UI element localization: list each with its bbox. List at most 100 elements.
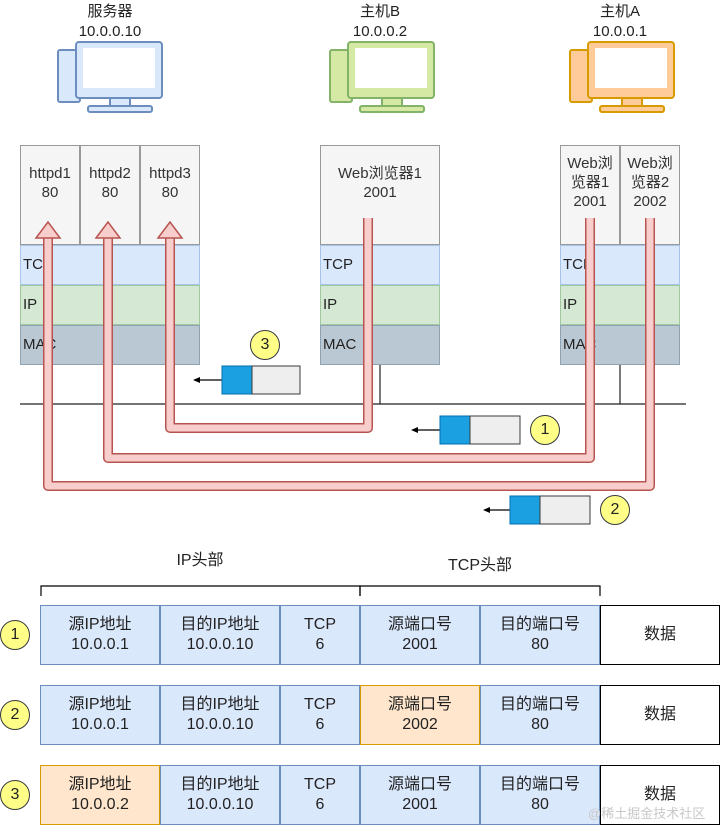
field-value: 80	[531, 716, 549, 733]
field-label: 源端口号	[387, 616, 452, 633]
field-value: 10.0.0.10	[186, 636, 254, 653]
field-value: 10.0.0.10	[186, 716, 254, 733]
server-ip: 10.0.0.10	[78, 23, 142, 40]
app-port: 2001	[573, 193, 607, 210]
hostB-ip: 10.0.0.2	[352, 23, 408, 40]
ip-header-label: IP头部	[176, 552, 224, 569]
packet2-protocol: TCP 6	[280, 685, 360, 745]
server-app-httpd1: httpd1 80	[20, 145, 80, 245]
hostA-ip: 10.0.0.1	[592, 23, 648, 40]
field-label: 源IP地址	[68, 776, 132, 793]
app-name: httpd3	[149, 165, 191, 182]
packet2-src-ip: 源IP地址 10.0.0.1	[40, 685, 160, 745]
app-port: 80	[101, 184, 119, 201]
tcp-header-brace	[359, 585, 601, 596]
watermark: @稀土掘金技术社区	[588, 806, 706, 821]
packet2-src-port: 源端口号 2002	[360, 685, 480, 745]
packet3-dst-port: 目的端口号 80	[480, 765, 600, 825]
packet1-dst-port: 目的端口号 80	[480, 605, 600, 665]
packet1-protocol: TCP 6	[280, 605, 360, 665]
packet-row-marker-1: 1	[0, 620, 30, 650]
field-value: 10.0.0.1	[71, 716, 129, 733]
hostA-mac-layer: MAC	[560, 325, 680, 365]
packet1-dst-ip: 目的IP地址 10.0.0.10	[160, 605, 280, 665]
field-value: 2001	[402, 796, 438, 813]
field-label: 目的IP地址	[180, 616, 260, 633]
app-name-line1: Web浏	[567, 155, 613, 172]
packet-row-marker-3: 3	[0, 780, 30, 810]
field-value: 6	[315, 796, 325, 813]
packet3-src-ip: 源IP地址 10.0.0.2	[40, 765, 160, 825]
hostA-computer-icon	[569, 41, 675, 113]
hostA-ip-layer: IP	[560, 285, 680, 325]
field-value: 80	[531, 636, 549, 653]
field-label: 目的端口号	[499, 696, 580, 713]
field-label: 目的端口号	[499, 616, 580, 633]
app-port: 80	[41, 184, 59, 201]
field-value: 80	[531, 796, 549, 813]
server-name: 服务器	[87, 3, 133, 20]
field-label: 数据	[643, 786, 676, 803]
field-label: 目的IP地址	[180, 776, 260, 793]
hostB-computer-icon	[329, 41, 435, 113]
hostB-app-browser1: Web浏览器1 2001	[320, 145, 440, 245]
server-tcp-layer: TCP	[20, 245, 200, 285]
hostB-mac-layer: MAC	[320, 325, 440, 365]
app-name: httpd2	[89, 165, 131, 182]
field-label: 目的端口号	[499, 776, 580, 793]
field-value: 6	[315, 636, 325, 653]
packet2-dst-port: 目的端口号 80	[480, 685, 600, 745]
field-label: 源端口号	[387, 776, 452, 793]
field-label: 数据	[643, 706, 676, 723]
app-name-line2: 览器2	[630, 174, 670, 191]
packet-icon-2	[483, 495, 591, 525]
field-label: TCP	[304, 616, 336, 633]
packet1-src-port: 源端口号 2001	[360, 605, 480, 665]
packet3-dst-ip: 目的IP地址 10.0.0.10	[160, 765, 280, 825]
app-port: 80	[161, 184, 179, 201]
server-ip-layer: IP	[20, 285, 200, 325]
hostB-name: 主机B	[359, 3, 400, 20]
server-computer-icon	[57, 41, 163, 113]
field-label: TCP	[304, 776, 336, 793]
field-label: 数据	[643, 626, 676, 643]
flow-marker-2: 2	[600, 495, 630, 525]
app-name-line2: 览器1	[570, 174, 610, 191]
hostA-name: 主机A	[599, 3, 640, 20]
packet-icon-1	[411, 415, 521, 445]
flow-marker-1: 1	[530, 415, 560, 445]
hostA-tcp-layer: TCP	[560, 245, 680, 285]
field-value: 10.0.0.2	[71, 796, 129, 813]
packet2-data: 数据	[600, 685, 720, 745]
field-label: 源端口号	[387, 696, 452, 713]
hostA-app-browser1: Web浏 览器1 2001	[560, 145, 620, 245]
app-port: 2002	[633, 193, 667, 210]
app-port: 2001	[363, 184, 397, 201]
field-label: 源IP地址	[68, 696, 132, 713]
flow-marker-3: 3	[250, 330, 280, 360]
field-label: 目的IP地址	[180, 696, 260, 713]
server-mac-layer: MAC	[20, 325, 200, 365]
packet3-protocol: TCP 6	[280, 765, 360, 825]
server-app-httpd2: httpd2 80	[80, 145, 140, 245]
field-label: 源IP地址	[68, 616, 132, 633]
field-label: TCP	[304, 696, 336, 713]
ip-header-brace	[40, 585, 361, 596]
tcp-header-label: TCP头部	[447, 557, 512, 574]
hostB-tcp-layer: TCP	[320, 245, 440, 285]
hostB-ip-layer: IP	[320, 285, 440, 325]
field-value: 2002	[402, 716, 438, 733]
app-name-line1: Web浏	[627, 155, 673, 172]
packet2-dst-ip: 目的IP地址 10.0.0.10	[160, 685, 280, 745]
packet-icon-3	[193, 365, 301, 395]
field-value: 10.0.0.10	[186, 796, 254, 813]
packet-row-marker-2: 2	[0, 700, 30, 730]
app-name: httpd1	[29, 165, 71, 182]
field-value: 6	[315, 716, 325, 733]
server-app-httpd3: httpd3 80	[140, 145, 200, 245]
hostA-app-browser2: Web浏 览器2 2002	[620, 145, 680, 245]
packet1-data: 数据	[600, 605, 720, 665]
app-name: Web浏览器1	[338, 165, 422, 182]
packet3-src-port: 源端口号 2001	[360, 765, 480, 825]
field-value: 10.0.0.1	[71, 636, 129, 653]
